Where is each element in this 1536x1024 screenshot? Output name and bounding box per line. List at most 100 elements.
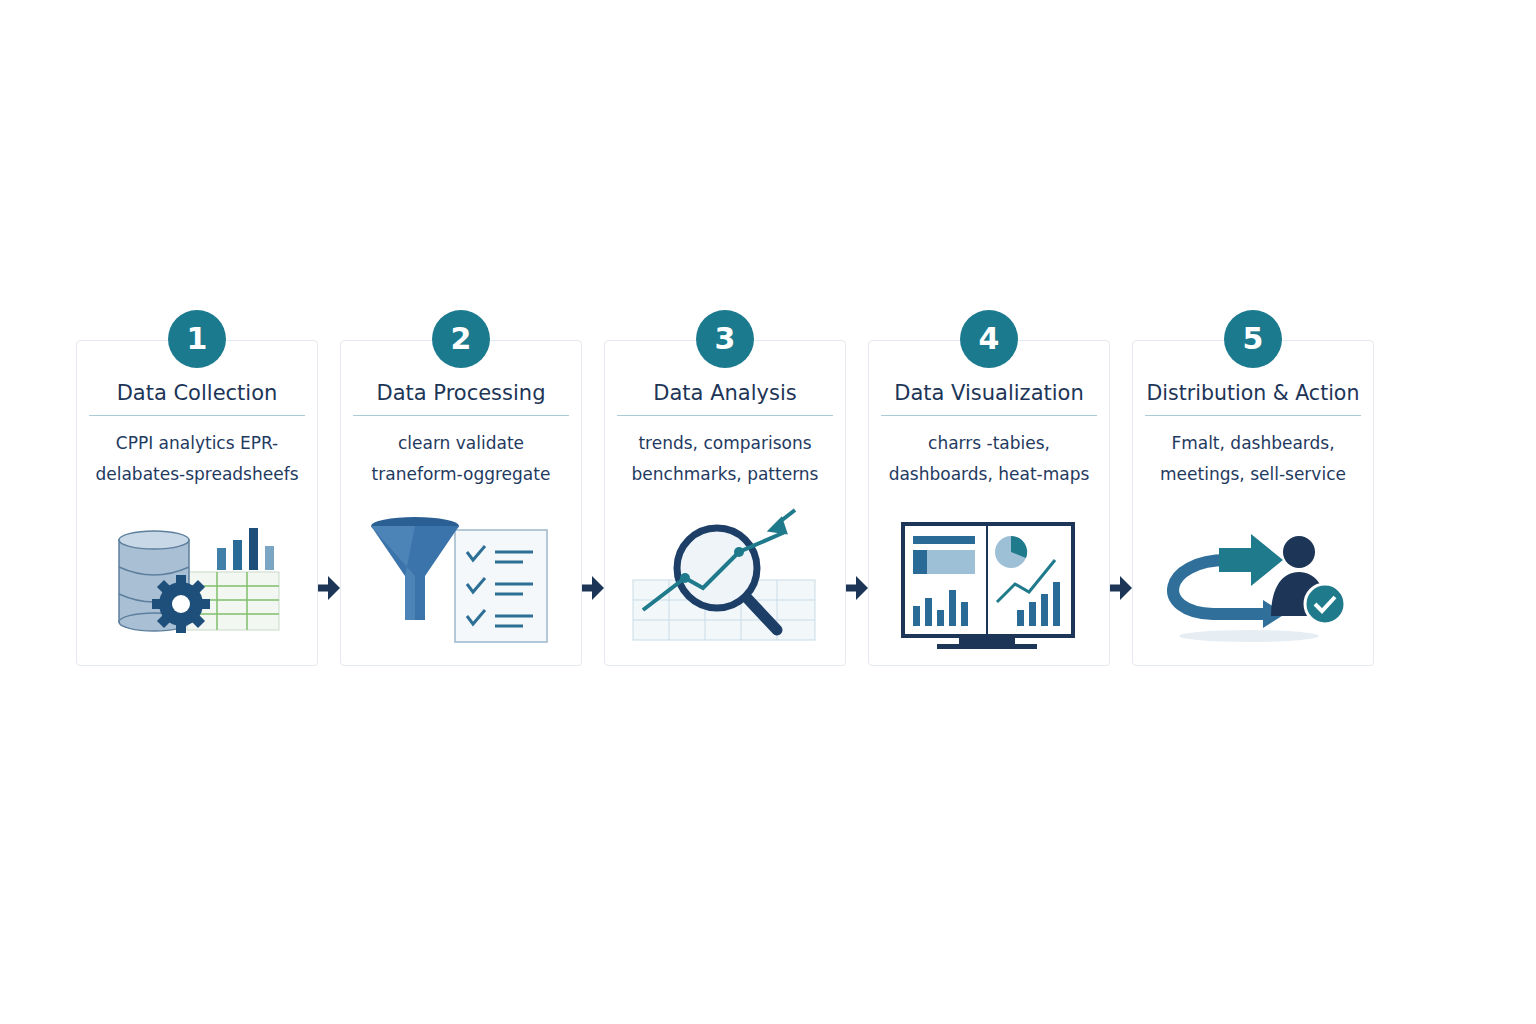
distribution-action-icon-part [1219, 534, 1283, 586]
data-processing-icon-part [371, 526, 415, 620]
data-analysis-icon-part [747, 598, 777, 630]
data-collection-icon-part-part-part [152, 599, 164, 609]
data-processing-icon-part [495, 552, 533, 626]
data-processing-icon-part-part [467, 610, 485, 624]
distribution-action-icon-part [1315, 597, 1335, 611]
flow-arrow [846, 576, 868, 600]
process-card: 2Data Processingclearn validate tranefor… [340, 340, 582, 666]
distribution-action-icon-part [1179, 630, 1319, 642]
flow-arrow [582, 576, 604, 600]
step-title: Data Visualization [881, 381, 1097, 416]
data-visualization-icon-part [1017, 582, 1060, 626]
data-collection-icon-part-part [119, 540, 189, 622]
data-visualization-icon-part-part [1041, 594, 1048, 626]
data-collection-icon-part-part-part [176, 621, 186, 633]
process-card: 3Data Analysistrends, comparisons benchm… [604, 340, 846, 666]
data-analysis-icon [633, 510, 815, 640]
data-visualization-icon-part [1011, 536, 1027, 558]
process-card: 4Data Visualizationcharrs -tabies, dashb… [868, 340, 1110, 666]
data-collection-icon [119, 528, 279, 633]
arrow-head [856, 576, 868, 600]
data-visualization-icon-part-part [949, 590, 956, 626]
step-number: 3 [696, 310, 754, 368]
data-collection-icon-part-part-part [198, 599, 210, 609]
data-visualization-icon-part-part [1029, 602, 1036, 626]
data-visualization-icon-part-part [937, 610, 944, 626]
data-visualization-icon-part [913, 536, 975, 544]
process-card: 5Distribution & ActionFmalt, dashbeards,… [1132, 340, 1374, 666]
flow-arrow [1110, 576, 1132, 600]
data-collection-icon-part-part-part [189, 580, 205, 596]
step-title: Data Analysis [617, 381, 833, 416]
data-collection-icon-part-part-part [189, 612, 205, 628]
data-visualization-icon-part [913, 550, 975, 574]
step-description: trends, comparisons benchmarks, patterns [615, 428, 835, 489]
data-visualization-icon-part-part [961, 602, 968, 626]
data-processing-icon-part-part [495, 583, 533, 586]
step-number: 2 [432, 310, 490, 368]
step-number: 1 [168, 310, 226, 368]
arrow-shaft [846, 585, 856, 592]
data-collection-icon-part [187, 572, 279, 630]
distribution-action-icon [1173, 534, 1345, 642]
step-description: clearn validate traneform-oggregate [351, 428, 571, 489]
data-visualization-icon-part [913, 550, 927, 574]
data-processing-icon-part [371, 526, 459, 620]
data-collection-icon-part-part [216, 572, 218, 630]
arrow-shaft [1110, 585, 1120, 592]
step-title: Data Processing [353, 381, 569, 416]
data-visualization-icon-part [986, 526, 988, 634]
data-collection-icon-part-part-part [157, 612, 173, 628]
step-description: CPPI analytics EPR-delabates-spreadsheef… [87, 428, 307, 489]
data-collection-icon-part-part [119, 567, 189, 575]
data-collection-icon-part-part-part [176, 575, 186, 587]
data-visualization-icon-part [913, 590, 968, 626]
data-processing-icon-part-part [467, 546, 485, 560]
data-analysis-icon-part [643, 532, 785, 610]
data-collection-icon-part [152, 575, 210, 633]
step-description: charrs -tabies, dashboards, heat-maps [879, 428, 1099, 489]
data-collection-icon-part [187, 572, 279, 630]
data-processing-icon-part-part [467, 578, 485, 592]
arrow-head [1120, 576, 1132, 600]
data-processing-icon-part-part [495, 593, 523, 596]
data-processing-icon-part-part [495, 551, 533, 554]
data-analysis-icon-part [734, 547, 744, 557]
arrow-head [328, 576, 340, 600]
data-collection-icon-part-part-part [157, 580, 173, 596]
data-collection-icon-part [217, 548, 226, 570]
step-description: Fmalt, dashbeards, meetings, sell-servic… [1143, 428, 1363, 489]
data-collection-icon-part-part [119, 531, 189, 549]
data-collection-icon-part-part [152, 575, 210, 633]
data-visualization-icon [903, 524, 1073, 649]
arrow-shaft [582, 585, 592, 592]
data-analysis-icon-part-part [633, 620, 815, 621]
data-analysis-icon-part [771, 510, 795, 532]
data-visualization-icon-part [937, 644, 1037, 649]
data-collection-icon-part-part [246, 572, 248, 630]
data-processing-icon-part-part [495, 625, 523, 628]
data-collection-icon-part-part [172, 595, 190, 613]
data-processing-icon-part [455, 530, 547, 642]
data-visualization-icon-part-part [1017, 610, 1024, 626]
step-title: Data Collection [89, 381, 305, 416]
data-collection-icon-part [249, 528, 258, 570]
data-analysis-icon-part [680, 573, 690, 583]
flow-arrow [318, 576, 340, 600]
step-number: 5 [1224, 310, 1282, 368]
arrow-shaft [318, 585, 328, 592]
step-number: 4 [960, 310, 1018, 368]
data-processing-icon-part-part [495, 615, 533, 618]
process-card: 1Data CollectionCPPI analytics EPR-delab… [76, 340, 318, 666]
distribution-action-icon-part [1283, 536, 1315, 568]
distribution-action-icon-part [1305, 584, 1345, 624]
data-processing-icon [371, 517, 547, 642]
data-visualization-icon-part-part [1053, 582, 1060, 626]
data-processing-icon-part [467, 546, 485, 624]
data-visualization-icon-part [959, 636, 1015, 644]
step-title: Distribution & Action [1145, 381, 1361, 416]
data-visualization-icon-part-part [913, 606, 920, 626]
